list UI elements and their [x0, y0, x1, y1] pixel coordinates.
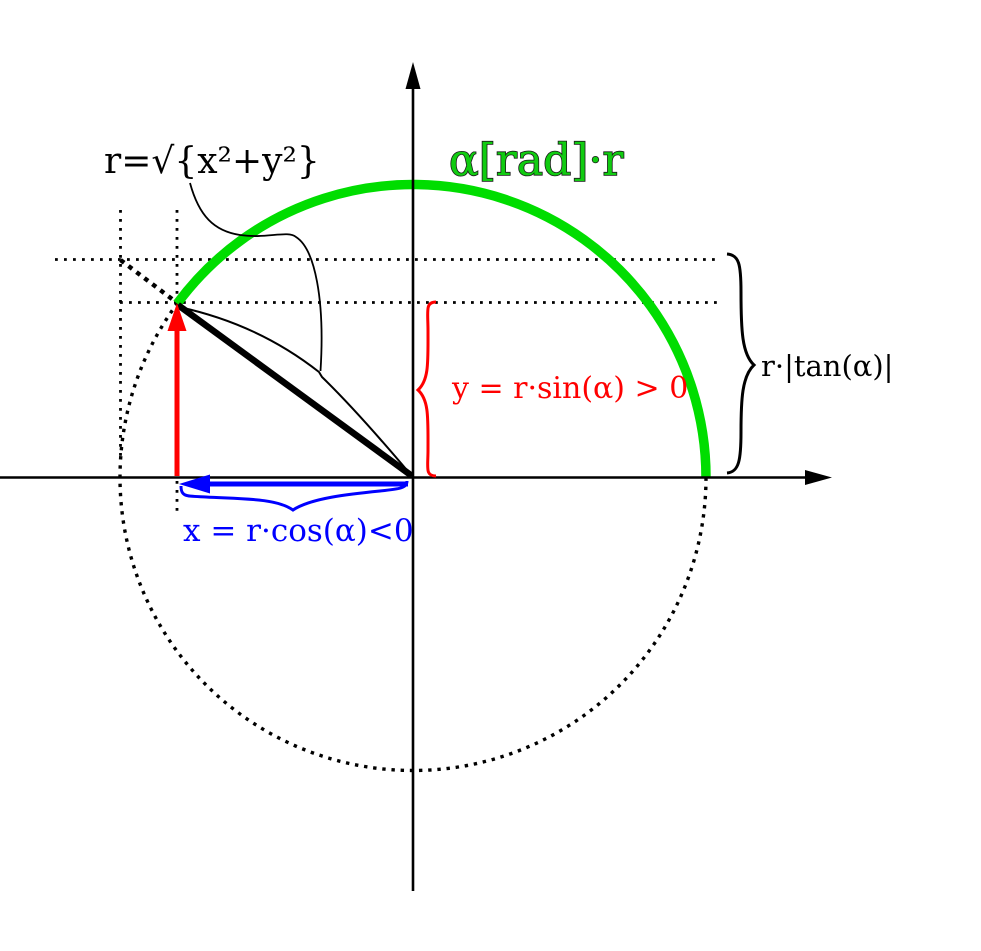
radius-formula-label: r=√{x²+y²}: [104, 141, 320, 182]
y-axis-arrowhead: [405, 62, 421, 89]
sine-label: y = r·sin(α) > 0: [451, 371, 688, 406]
radius-label-leader: [189, 182, 323, 372]
x-axis-arrowhead: [805, 470, 832, 485]
tangent-label: r·|tan(α)|: [761, 349, 893, 383]
arc-length-arc: [173, 179, 711, 478]
sine-arrowhead: [167, 303, 187, 331]
cosine-brace: [179, 480, 409, 512]
tangent-brace: [726, 252, 757, 475]
sine-brace: [415, 300, 437, 478]
cosine-arrowhead: [179, 474, 210, 494]
radius-vector: [176, 302, 414, 479]
cosine-label: x = r·cos(α)<0: [183, 513, 414, 549]
radius-brace: [178, 306, 412, 476]
arc-length-label: α[rad]·r: [449, 135, 624, 186]
radius-extension-dashed: [119, 258, 178, 304]
